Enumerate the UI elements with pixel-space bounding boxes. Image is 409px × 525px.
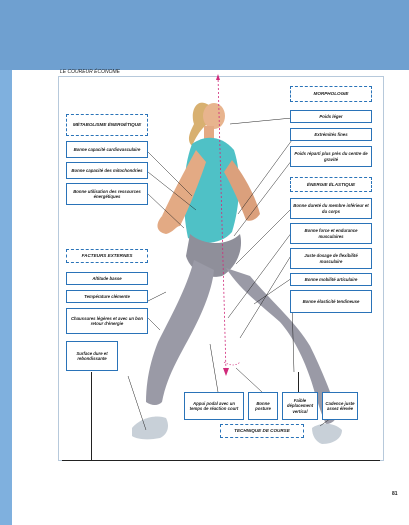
facteurs-item-temperature: Température clémente (66, 290, 148, 303)
elastique-item-elasticite: Bonne élasticité tendineuse (290, 290, 372, 313)
baseline-rule (62, 460, 380, 461)
morphologie-header: MORPHOLOGIE (290, 86, 372, 102)
metabolisme-header: MÉTABOLISME ÉNERGÉTIQUE (66, 114, 148, 136)
facteurs-item-chaussures: Chaussures légères et avec un bon retour… (66, 308, 148, 334)
technique-item-cadence: Cadence juste assez élevée (322, 392, 358, 420)
technique-item-posture: Bonne posture (248, 392, 278, 420)
elastique-item-durete: Bonne dureté du membre inférieur et du c… (290, 198, 372, 219)
technique-item-appui: Appui podal avec un temps de réaction co… (184, 392, 244, 420)
facteurs-item-altitude: Altitude basse (66, 272, 148, 285)
morphologie-item-poids-leger: Poids léger (290, 110, 372, 123)
facteurs-tie-line (91, 372, 92, 460)
facteurs-item-surface: Surface dure et rebondissante (66, 341, 118, 371)
metabolisme-item-ressources: Bonne utilisation des ressources énergét… (66, 183, 148, 205)
elastique-item-force: Bonne force et endurance musculaires (290, 223, 372, 244)
facteurs-header: FACTEURS EXTERNES (66, 249, 148, 263)
technique-header: TECHNIQUE DE COURSE (220, 424, 304, 438)
elastique-header: ÉNERGIE ÉLASTIQUE (290, 177, 372, 192)
technique-tie-line (298, 372, 299, 392)
morphologie-item-poids-reparti: Poids réparti plus près du centre de gra… (290, 146, 372, 167)
technique-item-deplacement: Faible déplacement vertical (282, 392, 318, 420)
elastique-item-flexibilite: Juste dosage de flexibilité musculaire (290, 248, 372, 269)
elastique-item-mobilite: Bonne mobilité articulaire (290, 273, 372, 286)
metabolisme-item-mitochondries: Bonne capacité des mitochondries (66, 162, 148, 179)
metabolisme-item-cardio: Bonne capacité cardiovasculaire (66, 141, 148, 158)
page-number: 81 (392, 491, 398, 497)
morphologie-item-extremites: Extrémités fines (290, 128, 372, 141)
